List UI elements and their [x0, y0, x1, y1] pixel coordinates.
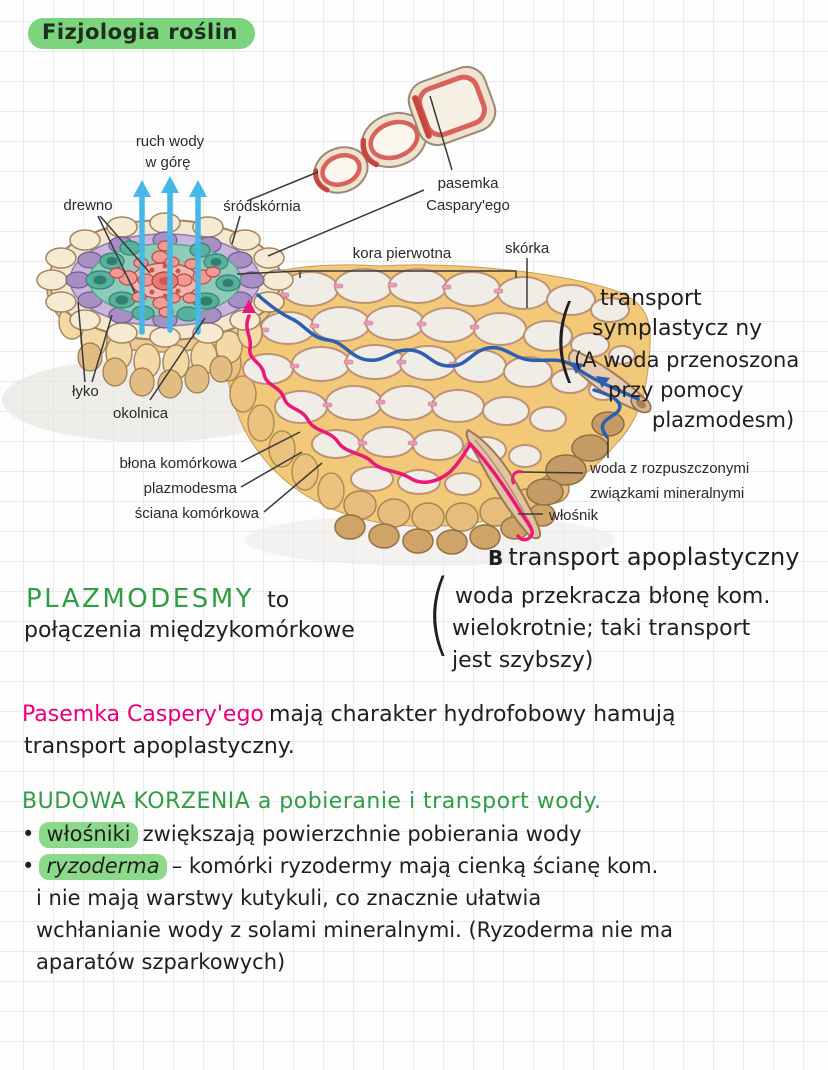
ryzoderma-line3: wchłanianie wody z solami mineralnymi. (… [36, 918, 673, 942]
hand-drawn-blue-connector [592, 388, 622, 439]
symplast-line3: (A woda przenoszona [574, 348, 800, 372]
page-title: Fizjologia roślin [28, 18, 255, 49]
pasemka-rest: mają charakter hydrofobowy hamują [269, 702, 676, 727]
label-srodskornia: śródskórnia [223, 198, 301, 215]
casparian-strip-inset [313, 65, 497, 194]
bullet-wlosniki: • włośniki zwiększają powierzchnie pobie… [22, 822, 582, 848]
pasemka-term: Pasemka Caspery'ego [22, 702, 264, 727]
apoplastic-route-line [242, 299, 535, 542]
apoplast-heading-row: B transport apoplastyczny [488, 543, 799, 571]
symplastic-route-line [256, 293, 640, 401]
budowa-heading: BUDOWA KORZENIA a pobieranie i transport… [22, 789, 602, 814]
ryzoderma-term: ryzoderma [39, 854, 167, 880]
ryzoderma-line4: aparatów szparkowych) [36, 950, 286, 974]
stele-side-cells-row2 [77, 342, 233, 399]
apoplast-paren: ( [426, 561, 452, 666]
symplast-line5: plazmodesm) [652, 408, 795, 432]
label-sciana-komorkowa: ściana komórkowa [135, 505, 260, 522]
label-plazmodesma: plazmodesma [144, 480, 238, 497]
apoplast-line3: jest szybszy) [452, 648, 594, 673]
bullet-dot: • [22, 822, 35, 846]
label-wlosnik: włośnik [548, 507, 599, 524]
cortex-corner-cells [526, 411, 625, 506]
apoplast-heading: transport apoplastyczny [508, 543, 800, 571]
apoplast-letter: B [488, 546, 504, 570]
label-pasemka-line2: Caspary'ego [426, 197, 510, 214]
label-blona-komorkowa: błona komórkowa [119, 455, 237, 472]
plazmodesmy-definition: połączenia międzykomórkowe [24, 618, 355, 643]
ryzoderma-rest: – komórki ryzodermy mają cienką ścianę k… [171, 854, 659, 878]
label-ruch-wody-line2: w górę [144, 154, 190, 171]
pasemka-note-line2: transport apoplastyczny. [24, 734, 295, 759]
wlosniki-term: włośniki [39, 822, 138, 848]
label-pasemka-line1: pasemka [438, 175, 500, 192]
label-kora-pierwotna: kora pierwotna [353, 245, 452, 262]
bullet-dot-2: • [22, 854, 35, 878]
bullet-ryzoderma: • ryzoderma – komórki ryzodermy mają cie… [22, 854, 659, 880]
water-up-arrows [133, 176, 207, 335]
stele [36, 212, 294, 399]
label-lyko: łyko [72, 383, 99, 400]
symplast-line2: symplastycz ny [592, 316, 763, 341]
label-ruch-wody-line1: ruch wody [136, 133, 205, 150]
apoplast-line1: woda przekracza błonę kom. [455, 584, 771, 609]
plazmodesmy-suffix: to [267, 588, 290, 613]
apoplast-line2: wielokrotnie; taki transport [452, 616, 751, 641]
pasemka-note-line1: Pasemka Caspery'ego mają charakter hydro… [22, 702, 675, 727]
label-lines [77, 95, 609, 515]
symplast-line4: przy pomocy [608, 378, 744, 402]
label-skorka: skórka [505, 240, 550, 257]
diagram-labels: ruch wody w górę drewno śródskórnia pase… [63, 133, 749, 524]
plazmodesmy-term: PLAZMODESMY [26, 584, 255, 614]
label-woda-line1: woda z rozpuszczonymi [589, 460, 749, 477]
root-cross-section-diagram: ruch wody w górę drewno śródskórnia pase… [2, 65, 749, 566]
symplast-line1: transport [600, 286, 702, 311]
label-woda-line2: związkami mineralnymi [590, 485, 744, 502]
label-drewno: drewno [63, 197, 112, 214]
wlosniki-rest: zwiększają powierzchnie pobierania wody [142, 822, 582, 846]
symplast-paren: ( [552, 286, 578, 393]
label-okolnica: okolnica [113, 405, 169, 422]
plazmodesmy-heading-row: PLAZMODESMY to [26, 584, 289, 614]
ryzoderma-line2: i nie mają warstwy kutykuli, co znacznie… [36, 886, 542, 910]
